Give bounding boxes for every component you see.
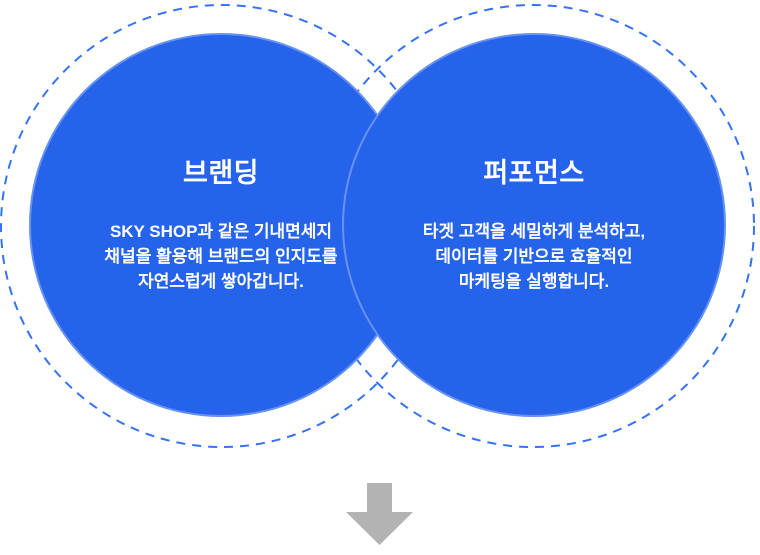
- branding-description-line: 자연스럽게 쌓아갑니다.: [138, 272, 304, 291]
- performance-title: 퍼포먼스: [483, 158, 585, 188]
- branding-description-line: 채널을 활용해 브랜드의 인지도를: [104, 247, 338, 266]
- performance-circle: 퍼포먼스 타겟 고객을 세밀하게 분석하고, 데이터를 기반으로 효율적인 마케…: [342, 33, 726, 417]
- performance-description-line: 마케팅을 실행합니다.: [458, 272, 610, 291]
- branding-description-line: SKY SHOP과 같은 기내면세지: [109, 222, 333, 241]
- branding-description: SKY SHOP과 같은 기내면세지 채널을 활용해 브랜드의 인지도를 자연스…: [31, 219, 411, 294]
- down-arrow-icon: [346, 483, 413, 545]
- performance-description: 타겟 고객을 세밀하게 분석하고, 데이터를 기반으로 효율적인 마케팅을 실행…: [344, 219, 724, 294]
- performance-description-line: 데이터를 기반으로 효율적인: [435, 247, 633, 266]
- performance-description-line: 타겟 고객을 세밀하게 분석하고,: [422, 222, 646, 241]
- branding-title: 브랜딩: [182, 158, 260, 188]
